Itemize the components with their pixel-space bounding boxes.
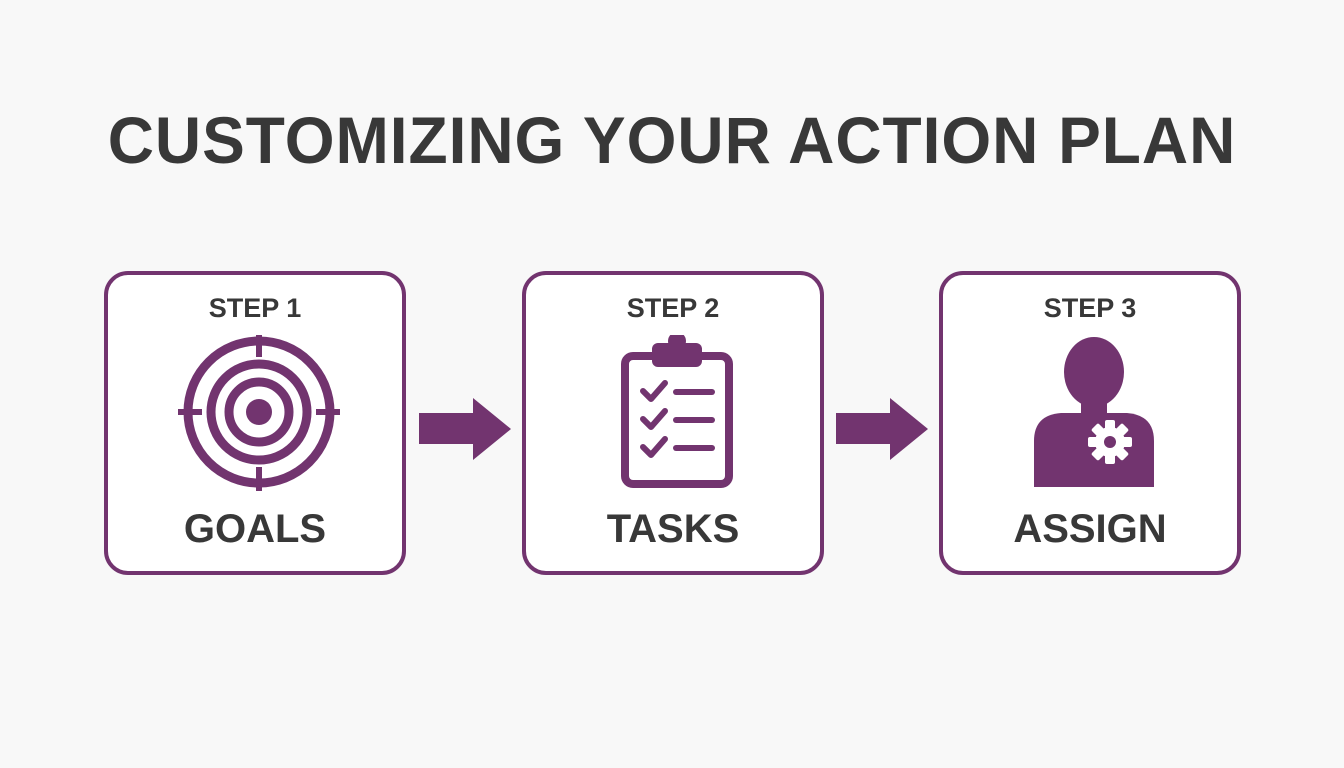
step-name: ASSIGN <box>1013 507 1167 551</box>
step-card-tasks: STEP 2 TASKS <box>522 271 824 575</box>
step-label: STEP 1 <box>208 293 302 323</box>
page-title: CUSTOMIZING YOUR ACTION PLAN <box>107 103 1237 177</box>
step-label: STEP 3 <box>1043 293 1137 323</box>
person-gear-icon <box>1034 337 1154 487</box>
arrow-right-icon <box>419 398 511 460</box>
step-label: STEP 2 <box>626 293 720 323</box>
step-name: TASKS <box>606 507 740 551</box>
target-icon <box>178 335 340 491</box>
step-name: GOALS <box>183 507 327 551</box>
clipboard-checklist-icon <box>621 335 733 488</box>
step-card-goals: STEP 1 GOALS <box>104 271 406 575</box>
step-card-assign: STEP 3 ASSIGN <box>939 271 1241 575</box>
arrow-right-icon <box>836 398 928 460</box>
